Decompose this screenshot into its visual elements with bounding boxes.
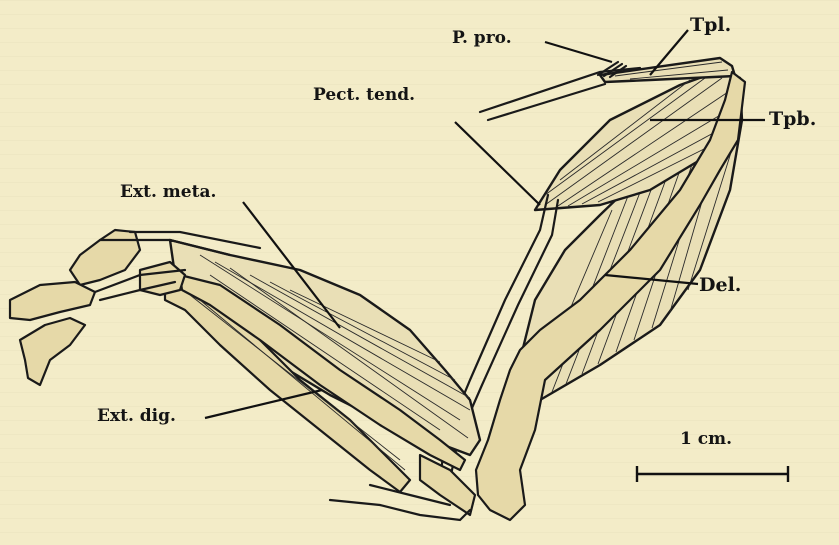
- label-ext-dig: Ext. dig.: [97, 408, 176, 425]
- label-tpl: Tpl.: [690, 16, 731, 35]
- label-pect-tend: Pect. tend.: [313, 87, 415, 104]
- scale-bar-label: 1 cm.: [680, 431, 732, 448]
- scale-bar: [637, 466, 788, 482]
- leader-pect-tend: [455, 122, 540, 205]
- label-ext-meta: Ext. meta.: [120, 184, 216, 201]
- label-del: Del.: [699, 276, 741, 295]
- leader-p-pro: [545, 42, 612, 62]
- label-p-pro: P. pro.: [452, 30, 512, 47]
- label-tpb: Tpb.: [769, 110, 816, 129]
- propatagial-tendon: [480, 62, 640, 120]
